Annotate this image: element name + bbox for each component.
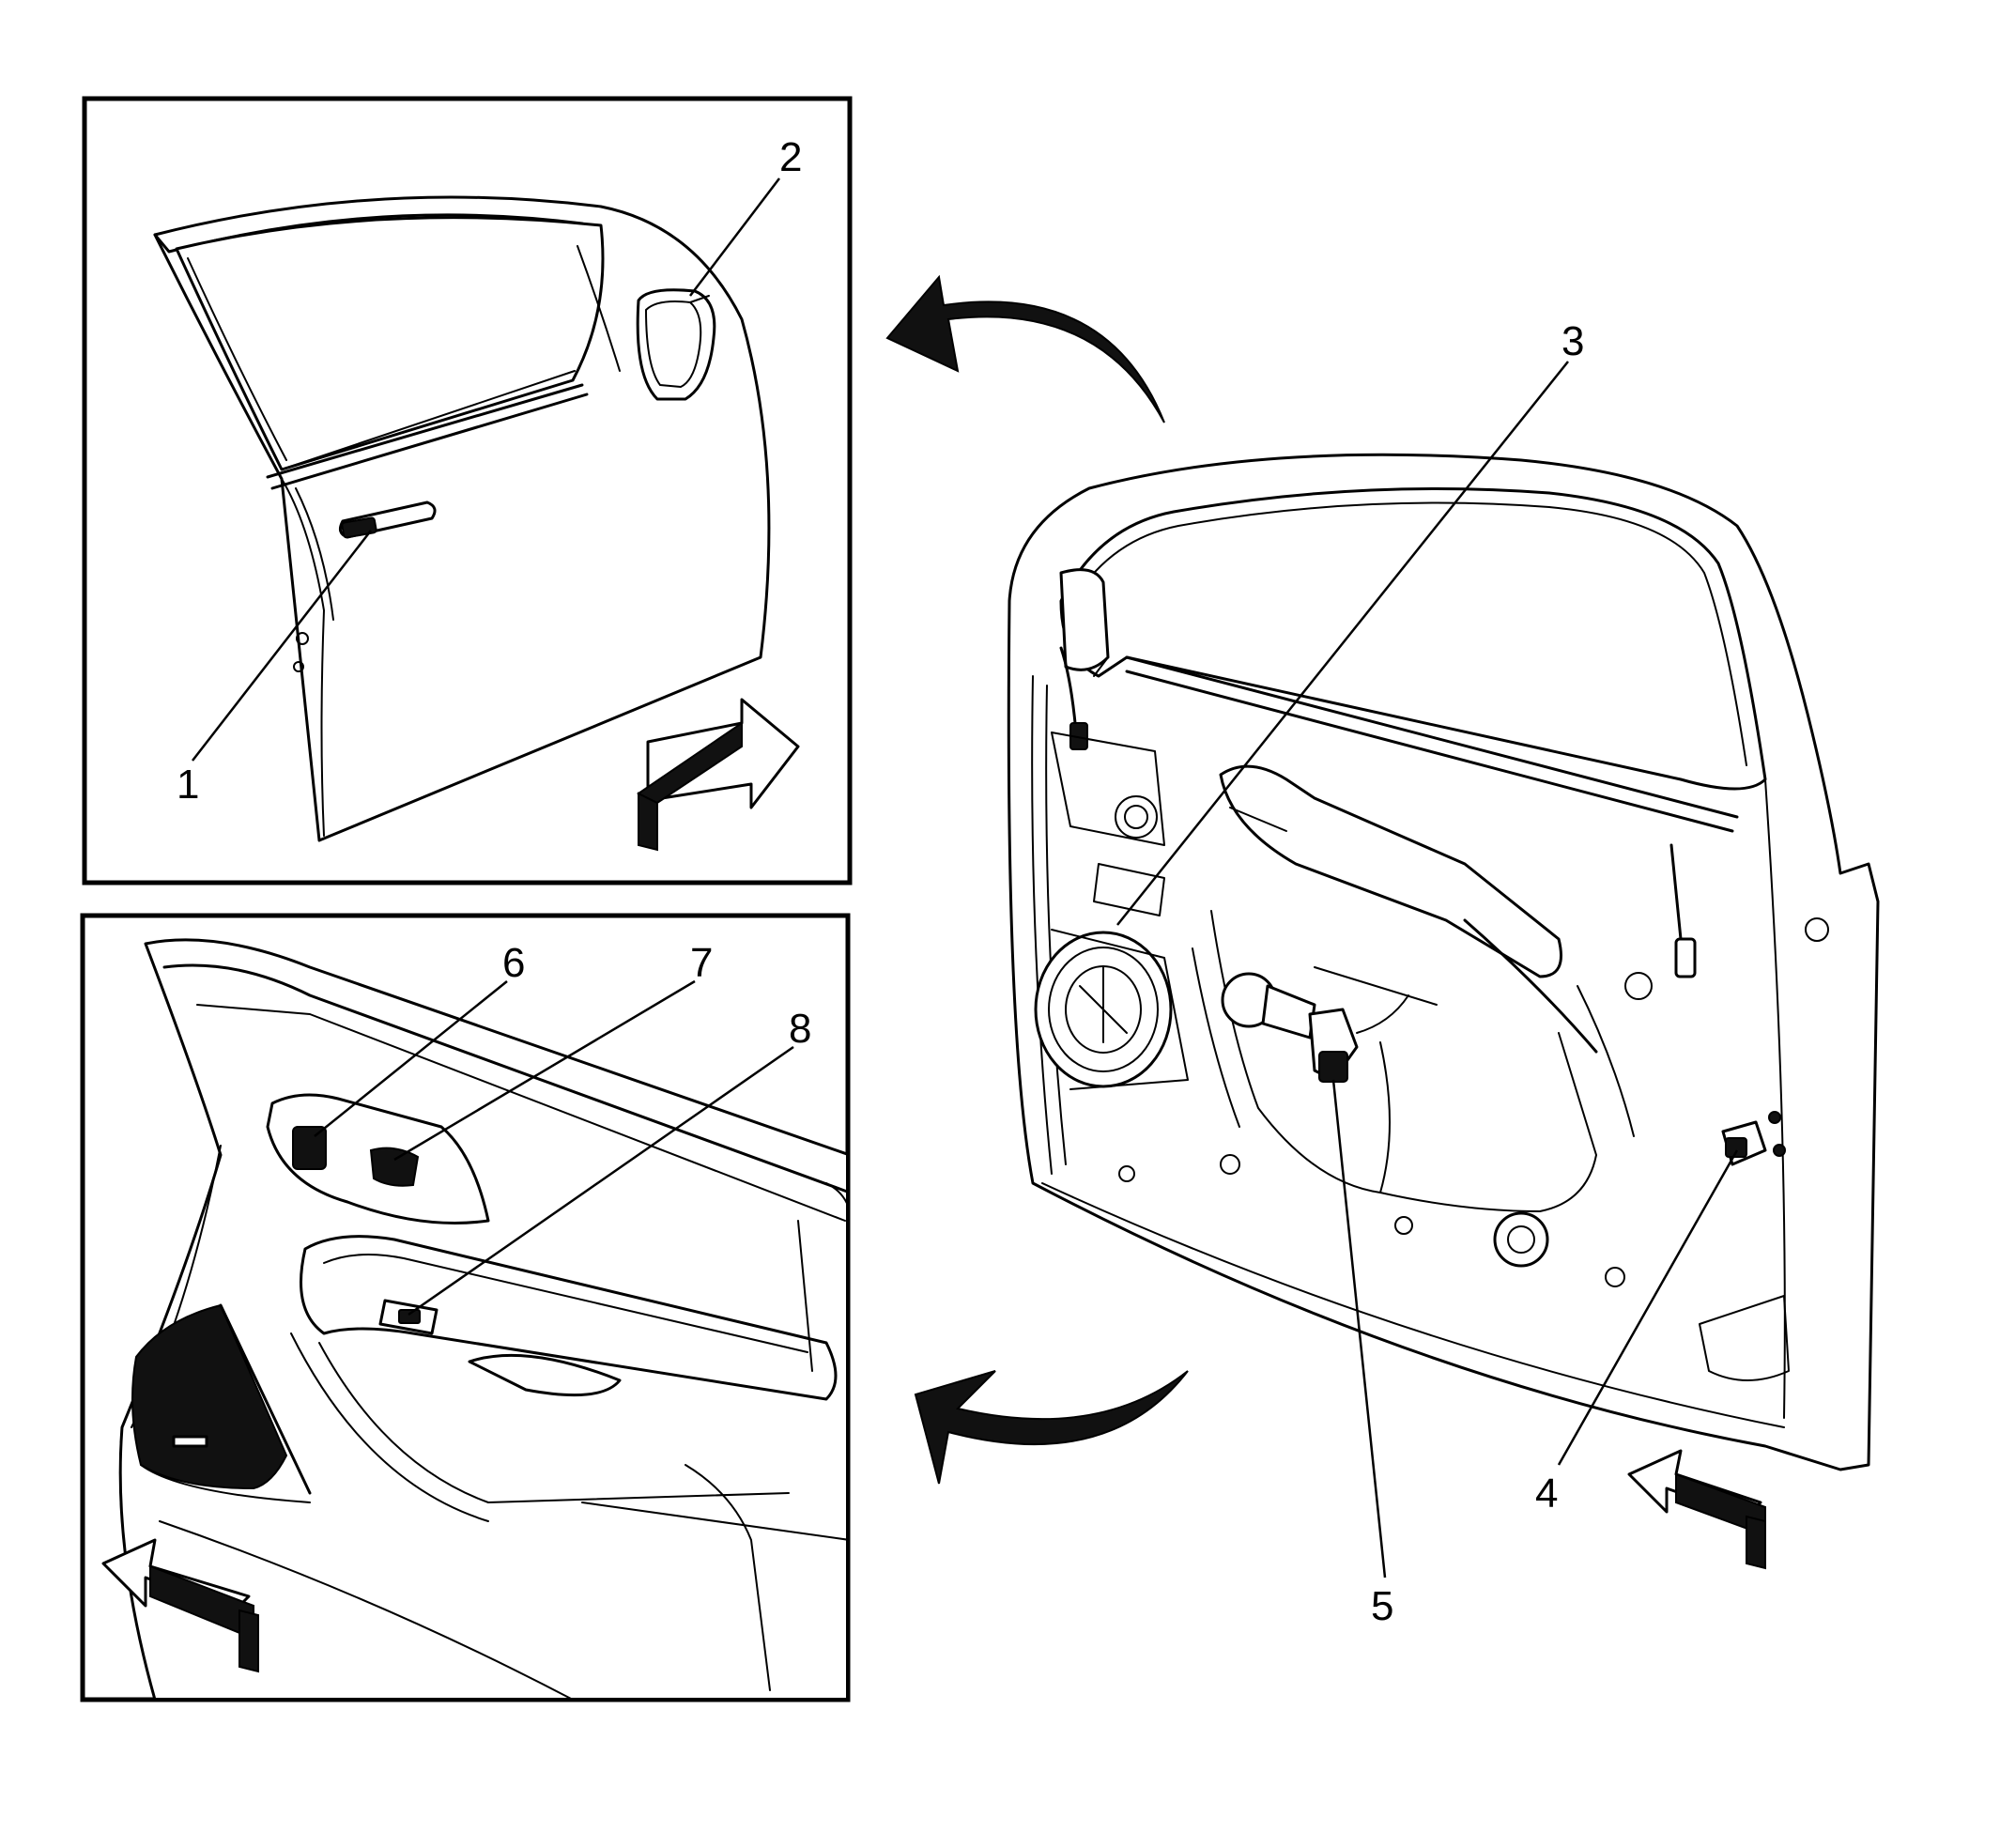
callout-5: 5 — [1371, 1583, 1393, 1629]
callout-2-leader — [689, 177, 780, 297]
electrical-connector — [1308, 994, 1409, 1194]
curved-arrow-icon — [885, 274, 1165, 424]
view-direction-arrow-icon — [1627, 1449, 1766, 1570]
callout-5-leader — [1331, 1079, 1387, 1578]
callout-8: 8 — [789, 1006, 811, 1052]
window-switch-bezel — [378, 1299, 438, 1335]
view-direction-arrow-icon — [637, 698, 800, 852]
callout-8-leader — [408, 1045, 794, 1317]
callout-1-leader — [192, 530, 372, 762]
exterior-door-panel: 1 2 — [82, 96, 853, 886]
door-speaker — [1034, 929, 1189, 1090]
latch-bracket — [1721, 1111, 1786, 1166]
callout-6: 6 — [502, 940, 525, 986]
inner-door-module: 3 4 5 — [1007, 318, 1880, 1629]
callout-2: 2 — [779, 134, 802, 180]
callout-6-leader — [314, 980, 508, 1137]
outside-door-handle — [338, 500, 437, 539]
curved-arrow-icon — [914, 1370, 1189, 1485]
callout-7: 7 — [690, 940, 713, 986]
callout-3: 3 — [1562, 318, 1584, 364]
callout-7-leader — [393, 979, 696, 1162]
callout-1: 1 — [177, 762, 199, 808]
interior-trim-panel: 6 7 8 — [80, 913, 851, 1702]
callout-4: 4 — [1535, 1471, 1558, 1517]
inside-handle-bezel — [292, 1126, 420, 1187]
window-regulator-motor — [1221, 972, 1316, 1040]
callout-4-leader — [1557, 1149, 1739, 1466]
callout-3-leader — [1116, 361, 1569, 926]
view-direction-arrow-icon — [101, 1538, 259, 1673]
outside-rearview-mirror — [636, 288, 716, 401]
door-speaker-grille — [131, 1303, 312, 1495]
